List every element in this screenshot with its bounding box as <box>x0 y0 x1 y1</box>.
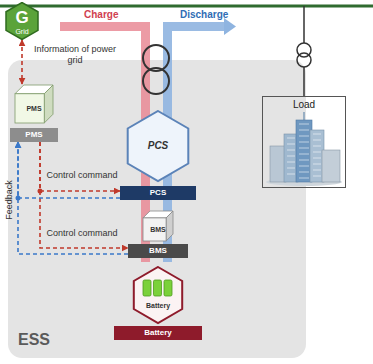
cube-side <box>44 85 53 123</box>
grid-bus <box>0 5 373 8</box>
window-row <box>313 152 321 153</box>
cube-front <box>15 94 44 123</box>
window-row <box>287 174 295 175</box>
grid-icon: G Grid <box>4 2 40 40</box>
command-line <box>21 40 23 84</box>
load-feeder <box>303 6 305 43</box>
battery-cell <box>164 280 172 296</box>
box-title: Load <box>293 100 315 110</box>
window-row <box>313 146 321 147</box>
icon-label: PMS <box>26 105 41 112</box>
battery-unit: BatteryBattery <box>114 266 202 340</box>
unit-band <box>114 326 202 340</box>
node-shape <box>120 110 196 200</box>
load-border <box>263 97 346 188</box>
building <box>270 146 286 182</box>
grid-caption: Grid <box>15 28 28 35</box>
window-row <box>299 154 309 155</box>
load-feeder <box>303 67 305 96</box>
window-row <box>299 178 309 179</box>
pms-unit: PMS PMS <box>10 84 58 142</box>
battery-cell <box>154 280 162 296</box>
window-row <box>299 172 309 173</box>
pcs-unit: PCS PCS <box>120 110 196 200</box>
window-row <box>299 166 309 167</box>
ess-region: ESSPMSPMSPCSPCSBMSBMSBatteryBattery <box>8 60 306 358</box>
window-row <box>287 138 295 139</box>
load-box: Load <box>262 96 346 188</box>
command-line <box>40 142 120 191</box>
edge-label: Control command <box>44 228 120 239</box>
window-row <box>313 164 321 165</box>
window-row <box>313 140 321 141</box>
unit-band <box>10 128 58 142</box>
grid-letter: G <box>15 9 28 26</box>
discharge-arrowhead <box>224 18 236 35</box>
window-row <box>299 142 309 143</box>
flow-label: Discharge <box>180 9 228 21</box>
edge-label: Information of power grid <box>32 44 118 66</box>
window-row <box>299 124 309 125</box>
unit-hexagon <box>134 267 182 323</box>
window-row <box>299 136 309 137</box>
window-row <box>299 160 309 161</box>
window-row <box>313 134 321 135</box>
feedback-line <box>18 142 128 254</box>
unit-band-label: PCS <box>150 186 166 200</box>
flow-label: Charge <box>84 9 118 21</box>
window-row <box>299 148 309 149</box>
window-row <box>313 158 321 159</box>
feedback-line <box>18 142 120 198</box>
window-row <box>299 130 309 131</box>
cube-front <box>143 218 166 241</box>
antenna <box>304 112 305 120</box>
feedback-label: Feedback <box>3 175 15 225</box>
unit-band-label: Battery <box>144 326 172 340</box>
grid-hexagon <box>6 3 38 40</box>
window-row <box>287 150 295 151</box>
ess-panel <box>8 60 306 358</box>
icon-label: BMS <box>150 226 166 233</box>
window-row <box>287 168 295 169</box>
city-buildings <box>266 112 342 186</box>
window-row <box>287 144 295 145</box>
icon-label: PCS <box>148 141 169 151</box>
window-row <box>287 156 295 157</box>
building-windows <box>287 124 321 178</box>
edge-label: Control command <box>44 170 120 181</box>
window-row <box>313 176 321 177</box>
battery-cell <box>143 280 151 296</box>
transformer-coil <box>297 53 311 67</box>
unit-hexagon <box>128 111 189 181</box>
cube-side <box>166 211 173 241</box>
building <box>296 120 312 182</box>
unit-band <box>120 186 196 200</box>
bms-unit: BMS BMS <box>128 210 188 258</box>
unit-band <box>128 244 188 258</box>
icon-label: Battery <box>146 302 170 309</box>
unit-band-label: BMS <box>149 244 167 258</box>
unit-band-label: PMS <box>25 128 42 142</box>
window-row <box>313 170 321 171</box>
command-line <box>40 142 128 248</box>
transformer-coil <box>143 68 169 94</box>
region-title: ESS <box>18 332 50 348</box>
window-row <box>287 162 295 163</box>
building <box>322 150 340 182</box>
